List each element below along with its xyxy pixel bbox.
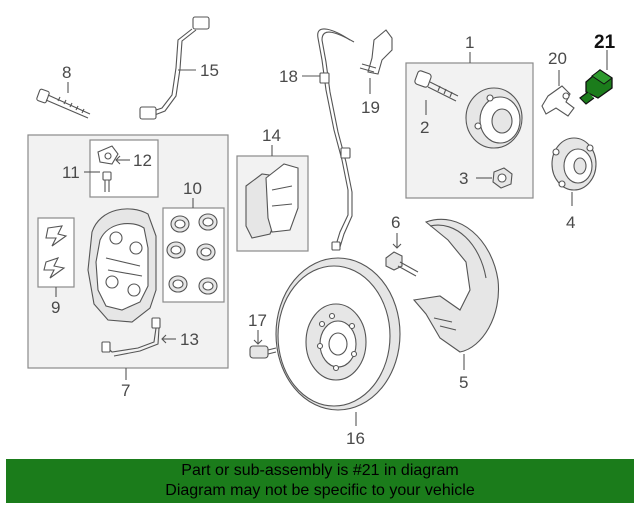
label-12: 12 <box>133 151 152 170</box>
label-1: 1 <box>465 33 474 52</box>
label-2: 2 <box>420 118 429 137</box>
part-1-wheel-hub[interactable] <box>465 87 523 149</box>
label-16: 16 <box>346 429 365 448</box>
part-5-splash-shield[interactable] <box>412 218 500 353</box>
banner-line-1: Part or sub-assembly is #21 in diagram <box>181 462 459 479</box>
part-19-bracket[interactable] <box>359 29 393 75</box>
label-9: 9 <box>51 298 60 317</box>
label-10: 10 <box>183 179 202 198</box>
label-14: 14 <box>262 126 281 145</box>
part-16-brake-rotor[interactable] <box>275 257 401 411</box>
part-20-wheel-speed-sensor[interactable] <box>541 85 575 117</box>
label-6: 6 <box>391 213 400 232</box>
part-15-brake-hose[interactable] <box>139 16 210 120</box>
part-9-anti-rattle-springs[interactable] <box>43 225 68 279</box>
label-7: 7 <box>121 381 130 400</box>
part-4-hub-flange[interactable] <box>551 137 597 191</box>
box-anti-rattle-kit <box>37 217 75 288</box>
label-17: 17 <box>248 311 267 330</box>
label-11: 11 <box>62 163 80 182</box>
fitment-banner: Part or sub-assembly is #21 in diagram D… <box>6 459 634 503</box>
label-3: 3 <box>459 169 468 188</box>
label-20: 20 <box>548 49 567 68</box>
part-3-nut[interactable] <box>492 167 513 189</box>
part-21-highlighted-bolt[interactable] <box>579 69 613 105</box>
part-10-caliper-pistons[interactable] <box>166 213 218 295</box>
label-19: 19 <box>361 98 380 117</box>
label-13: 13 <box>180 330 199 349</box>
label-21: 21 <box>594 32 616 53</box>
label-5: 5 <box>459 373 468 392</box>
parts-diagram: 15 8 18 19 1 2 <box>27 16 616 448</box>
part-18-brake-line[interactable] <box>317 28 355 251</box>
part-13-caliper-hose[interactable] <box>101 317 161 357</box>
part-14-brake-pads[interactable] <box>245 163 299 239</box>
box-bleeder-kit <box>89 139 159 198</box>
banner-line-2: Diagram may not be specific to your vehi… <box>165 482 475 499</box>
label-4: 4 <box>566 213 575 232</box>
part-8-bolt[interactable] <box>36 88 91 119</box>
part-11-bleeder-screw[interactable] <box>102 171 112 192</box>
part-12-bleeder-clip[interactable] <box>97 145 119 165</box>
part-6-caliper-bolt[interactable] <box>385 251 419 277</box>
label-8: 8 <box>62 63 71 82</box>
label-15: 15 <box>200 61 219 80</box>
label-18: 18 <box>279 67 298 86</box>
part-2-hub-bolt[interactable] <box>414 70 459 102</box>
part-17-rotor-screw[interactable] <box>249 345 277 359</box>
part-7-brake-caliper[interactable] <box>87 208 157 323</box>
